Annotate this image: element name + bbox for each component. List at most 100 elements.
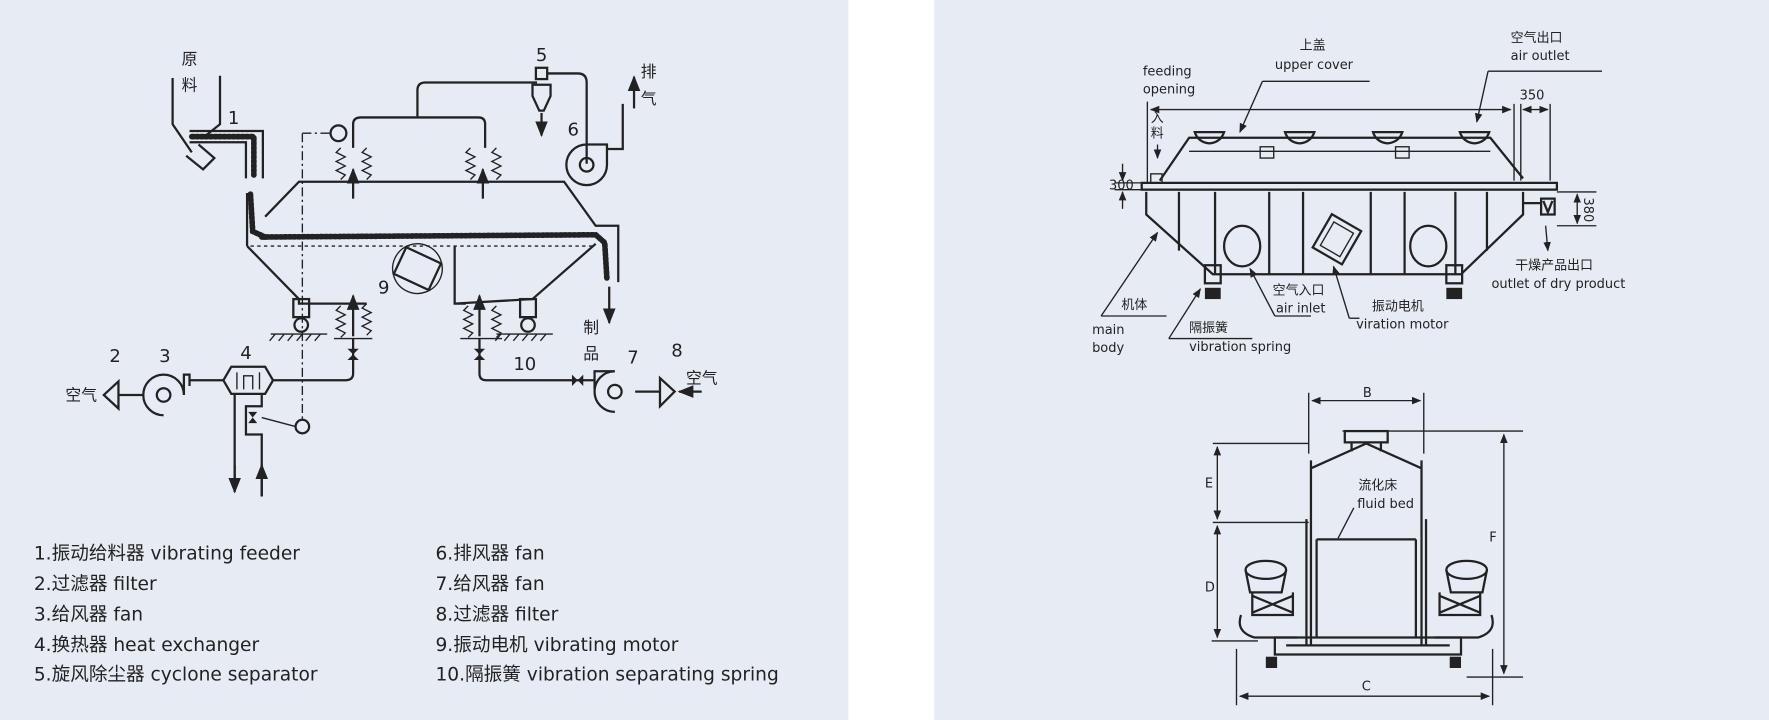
material-bed-layer <box>258 231 610 283</box>
vibration-spring-foot <box>1445 264 1464 300</box>
hood <box>1309 442 1423 646</box>
raw-material-hopper <box>171 75 222 171</box>
main-body-label-en: body <box>1092 341 1124 356</box>
callout-3: 3 <box>159 346 170 367</box>
air-inlet-label-en: air inlet <box>1276 302 1326 317</box>
legend-item: 10.隔振簧 vibration separating spring <box>435 664 778 685</box>
callout-2: 2 <box>109 346 120 367</box>
dry-outlet-label-cn: 干燥产品出口 <box>1515 259 1593 274</box>
damper-icon <box>329 124 348 143</box>
flow-diagram-panel <box>0 0 849 720</box>
supply-fan-right <box>593 370 623 414</box>
exhaust-label: 排 <box>641 62 657 81</box>
foot <box>1265 656 1278 668</box>
callout-7: 7 <box>627 347 638 368</box>
callout-4: 4 <box>240 343 251 364</box>
air-inlet-label-cn: 空气入口 <box>1273 283 1325 299</box>
cover-domes <box>1193 130 1491 145</box>
dim-C-label: C <box>1362 680 1371 695</box>
bed-hood <box>245 180 620 283</box>
vibration-spring-foot <box>1203 264 1222 300</box>
legend-item: 2.过滤器 filter <box>34 574 157 595</box>
callout-6: 6 <box>567 119 578 140</box>
dim-E-label: E <box>1205 476 1213 491</box>
supply-fan-left <box>142 373 191 417</box>
dim-350: 350 <box>1520 88 1545 103</box>
upper-cover <box>1158 136 1524 182</box>
legend-item: 6.排风器 fan <box>435 544 544 565</box>
legend-item: 3.给风器 fan <box>34 605 143 626</box>
feeding-opening-label: opening <box>1143 83 1195 98</box>
exhaust-spring-right <box>464 147 503 180</box>
process-flow-diagram: 原 料 排 气 制 品 空气 空气 1 2 3 4 5 6 7 8 9 10 1… <box>34 45 779 685</box>
legend-item: 5.旋风除尘器 cyclone separator <box>34 664 318 685</box>
control-linkage <box>301 132 331 420</box>
main-body-label-en: main <box>1092 323 1124 338</box>
base-frame <box>1273 636 1463 656</box>
callout-10: 10 <box>513 354 536 375</box>
air-label-right: 空气 <box>686 369 718 388</box>
dim-B-label: B <box>1363 386 1372 401</box>
air-inlet-port <box>1409 224 1448 268</box>
vibrating-motor <box>391 243 443 295</box>
heat-exchanger <box>222 365 311 497</box>
cold-air-duct <box>478 338 595 382</box>
air-outlet-label-cn: 空气出口 <box>1511 30 1563 46</box>
vibrating-feeder <box>188 129 264 179</box>
callout-5: 5 <box>536 45 547 66</box>
cyclone-separator <box>531 66 588 164</box>
fluid-bed-label-cn: 流化床 <box>1358 479 1397 494</box>
feed-cn-label: 料 <box>1151 127 1164 142</box>
legend-item: 4.换热器 heat exchanger <box>34 635 260 656</box>
feed-cn-label: 入 <box>1151 111 1164 126</box>
main-body-label-cn: 机体 <box>1121 298 1147 313</box>
legend-item: 7.给风器 fan <box>435 574 544 595</box>
hot-air-duct <box>189 338 355 382</box>
callout-8: 8 <box>671 341 682 362</box>
exhaust-fan <box>565 75 641 187</box>
dim-380: 380 <box>1580 198 1595 223</box>
upper-cover-label-en: upper cover <box>1275 58 1354 73</box>
legend-item: 8.过滤器 filter <box>435 605 558 626</box>
exhaust-label: 气 <box>641 89 657 108</box>
support-left <box>269 297 328 342</box>
dim-300: 300 <box>1109 179 1134 194</box>
feed-port <box>1150 173 1163 184</box>
dry-product-outlet <box>1523 197 1556 216</box>
dimension-drawing-panel <box>934 0 1769 720</box>
legend-item: 1.振动给料器 vibrating feeder <box>34 544 300 565</box>
product-label: 制 <box>583 318 599 337</box>
base-flange <box>1140 181 1559 191</box>
vibration-motor <box>1311 212 1363 266</box>
callout-9: 9 <box>378 277 389 298</box>
spring-label-en: vibration spring <box>1189 340 1291 355</box>
air-outlet-label-en: air outlet <box>1511 49 1570 64</box>
callout-1: 1 <box>228 108 239 129</box>
support-right <box>494 297 553 342</box>
upper-cover-label-cn: 上盖 <box>1300 39 1326 54</box>
motor-label-cn: 振动电机 <box>1372 299 1424 314</box>
legend-item: 9.振动电机 vibrating motor <box>435 635 678 656</box>
motor-right <box>1435 559 1494 639</box>
raw-material-label: 料 <box>182 75 198 94</box>
dry-outlet-label-en: outlet of dry product <box>1491 277 1625 292</box>
air-inlet-port <box>1222 224 1262 268</box>
bed-plenum <box>246 242 597 305</box>
end-view-drawing: B E D F C 流化床 fluid bed <box>1205 386 1524 706</box>
feeding-opening-label: feeding <box>1143 65 1192 80</box>
foot <box>1449 656 1462 668</box>
inlet-spring-right <box>460 305 503 340</box>
exhaust-spring-left <box>334 147 373 180</box>
fluid-bed-leader <box>1337 507 1355 539</box>
component-legend: 1.振动给料器 vibrating feeder 2.过滤器 filter 3.… <box>34 544 779 686</box>
motor-label-en: viration motor <box>1356 317 1449 332</box>
dim-F-label: F <box>1489 531 1496 546</box>
raw-material-label: 原 <box>182 49 198 68</box>
side-view-drawing: 上盖 upper cover 空气出口 air outlet feeding o… <box>1092 30 1625 356</box>
air-label-left: 空气 <box>65 386 97 405</box>
motor-left <box>1238 559 1298 639</box>
product-label: 品 <box>583 344 599 363</box>
dim-D-label: D <box>1205 580 1215 595</box>
fluid-bed-label-en: fluid bed <box>1357 497 1414 512</box>
